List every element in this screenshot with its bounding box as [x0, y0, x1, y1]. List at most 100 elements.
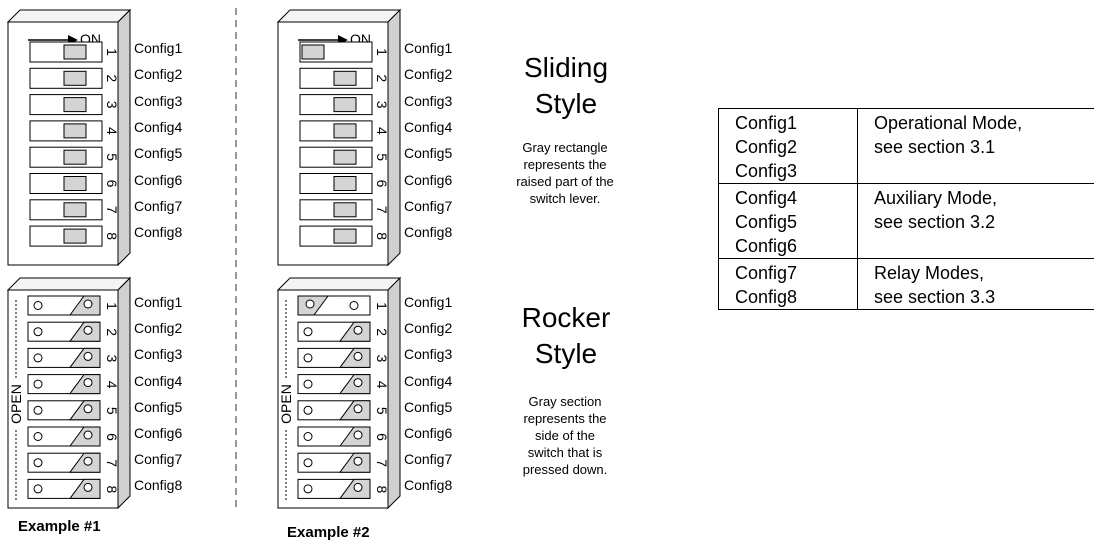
- sliding-example-2-switch-number: 2: [374, 74, 390, 82]
- rocker-example-1-switch-number: 4: [104, 381, 120, 389]
- mode-description-line: see section 3.1: [874, 137, 996, 157]
- sliding-example-2-switch-lever: [333, 202, 357, 218]
- sliding-example-1-switch-number: 4: [104, 127, 120, 135]
- rocker-example-1-switch-number: 1: [104, 302, 120, 310]
- config-label: Config3: [134, 92, 183, 109]
- sliding-style-title: Sliding Style: [486, 50, 646, 122]
- rocker-example-1-rocker-dot: [33, 379, 43, 389]
- rocker-example-1-rocker-dot: [33, 301, 43, 310]
- sliding-example-1-switch-lever: [63, 202, 87, 218]
- rocker-example-1-switch-number: 3: [104, 355, 120, 363]
- config-label: Config8: [404, 224, 453, 241]
- rocker-example-2-rocker-dot: [303, 432, 313, 441]
- config-label: Config6: [404, 425, 453, 441]
- sliding-example-1-switch-lever: [63, 149, 87, 165]
- rocker-note-line: pressed down.: [522, 462, 608, 477]
- config-label: Config5: [404, 398, 453, 415]
- sliding-example-1-switch-number: 8: [104, 232, 120, 240]
- config-label: Config6: [134, 425, 183, 441]
- rocker-example-2-top-face: [276, 277, 402, 291]
- sliding-example-1-switch-lever: [63, 70, 87, 86]
- mode-description-cell: Operational Mode, see section 3.1: [857, 108, 1094, 184]
- config-label: Config5: [134, 398, 183, 415]
- rocker-example-1-open-label: OPEN: [8, 384, 24, 424]
- config-cell-line: Config8: [735, 287, 798, 307]
- config-label: Config1: [404, 294, 453, 310]
- rocker-example-2-switch-number: 4: [374, 381, 390, 389]
- config-label: Config4: [404, 372, 453, 389]
- sliding-example-2-switch-number: 5: [374, 153, 390, 161]
- rocker-example-1-rocker-dot: [33, 484, 43, 494]
- config-label: Config7: [134, 451, 183, 468]
- rocker-example-2-switch-number: 5: [374, 407, 390, 415]
- sliding-note-line: represents the: [523, 157, 607, 172]
- rocker-example-1-rocker-dot: [83, 325, 93, 335]
- rocker-note-line: switch that is: [527, 445, 603, 460]
- sliding-example-2-top-face: [276, 9, 402, 23]
- sliding-example-1-switch-number: 3: [104, 101, 120, 109]
- sliding-example-2-switch-number: 8: [374, 232, 390, 240]
- rocker-example-2-rocker-dot: [353, 325, 363, 335]
- rocker-example-2-rocker-dot: [349, 301, 359, 310]
- rocker-example-2-rocker-dot: [353, 482, 363, 492]
- rocker-example-2-open-label: OPEN: [278, 384, 294, 424]
- rocker-example-1-top-face: [6, 277, 132, 291]
- config-label: Config3: [404, 92, 453, 109]
- rocker-example-1-rocker-dot: [33, 405, 43, 415]
- sliding-example-2-switch-lever: [333, 97, 357, 113]
- sliding-example-2-switch-number: 6: [374, 180, 390, 188]
- rocker-example-2-rocker-dot: [353, 430, 363, 440]
- config-label: Config2: [404, 66, 453, 83]
- rocker-title-line1: Rocker: [521, 302, 611, 333]
- config-label: Config7: [404, 197, 453, 214]
- sliding-example-2-switch-lever: [333, 228, 357, 244]
- config-cell-line: Config1: [735, 113, 798, 133]
- config-label: Config7: [404, 451, 453, 468]
- rocker-example-1-switch-number: 7: [104, 459, 120, 467]
- mode-description-cell: Relay Modes, see section 3.3: [857, 258, 1094, 310]
- config-cell-line: Config3: [735, 161, 798, 181]
- config-label: Config2: [404, 320, 453, 337]
- mode-description-line: see section 3.3: [874, 287, 996, 307]
- rocker-style-note: Gray section represents the side of the …: [500, 393, 630, 478]
- rocker-example-1-rocker-dot: [33, 458, 43, 468]
- config-label: Config3: [404, 346, 453, 363]
- rocker-example-2-rocker-dot: [303, 327, 313, 337]
- rocker-title-line2: Style: [534, 338, 598, 369]
- sliding-example-2-switch-number: 4: [374, 127, 390, 135]
- mode-description-line: Operational Mode,: [874, 113, 1023, 133]
- config-label: Config1: [404, 40, 453, 56]
- rocker-example-1-switch-number: 6: [104, 433, 120, 441]
- mode-description-line: Relay Modes,: [874, 263, 985, 283]
- rocker-note-line: side of the: [535, 428, 595, 443]
- rocker-example-2-rocker-dot: [353, 378, 363, 388]
- rocker-example-1-switch-number: 8: [104, 486, 120, 494]
- sliding-note-line: raised part of the: [516, 174, 614, 189]
- sliding-example-1-switch-number: 2: [104, 74, 120, 82]
- rocker-example-2-rocker-dot: [303, 484, 313, 494]
- rocker-example-1-side-face: [117, 276, 131, 510]
- config-cell-line: Config7: [735, 263, 798, 283]
- sliding-example-2-switch-lever: [333, 176, 357, 191]
- rocker-example-1-switch-number: 2: [104, 328, 120, 336]
- rocker-example-2-switch-number: 3: [374, 355, 390, 363]
- sliding-example-1-switch-number: 5: [104, 153, 120, 161]
- mode-description-cell: Auxiliary Mode, see section 3.2: [857, 183, 1094, 259]
- rocker-example-1-rocker-dot: [83, 456, 93, 466]
- rocker-example-1-rocker-dot: [83, 404, 93, 414]
- mode-description-line: Auxiliary Mode,: [874, 188, 998, 208]
- sliding-example-1-switch-lever: [63, 123, 87, 139]
- config-cell-line: Config5: [735, 212, 798, 232]
- config-label: Config2: [134, 66, 183, 83]
- rocker-example-1-rocker-dot: [33, 353, 43, 363]
- rocker-example-1-rocker-dot: [83, 482, 93, 492]
- mode-description-line: see section 3.2: [874, 212, 996, 232]
- config-cell-line: Config4: [735, 188, 798, 208]
- sliding-example-1-switch-lever: [63, 176, 87, 191]
- rocker-example-2-rocker-dot: [303, 458, 313, 468]
